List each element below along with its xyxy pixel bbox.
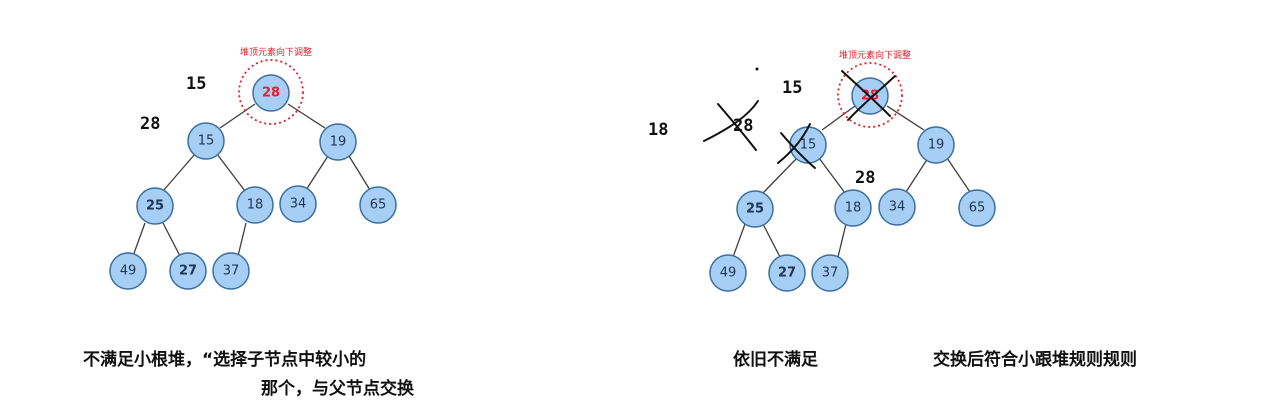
left-edge-15-18 [216, 153, 246, 192]
right-note-18: 18 [648, 120, 668, 140]
right-edge-25-49 [732, 223, 746, 258]
right-caption-status: 依旧不满足 [733, 350, 818, 370]
left-node-25: 25 [136, 187, 174, 225]
right-node-25-label: 25 [746, 202, 764, 217]
right-edge-15-18 [818, 157, 846, 194]
left-node-65-label: 65 [370, 198, 387, 213]
right-edge-15-25 [762, 157, 798, 194]
right-node-18-label: 18 [845, 201, 862, 216]
right-node-15-label: 15 [800, 138, 817, 153]
left-node-25-label: 25 [146, 199, 164, 214]
left-node-34-label: 34 [290, 197, 307, 212]
left-edge-18-37 [237, 222, 247, 257]
right-edges [732, 105, 971, 258]
right-edge-19-34 [905, 157, 929, 193]
right-node-18: 18 [834, 189, 872, 227]
left-edge-25-27 [162, 222, 181, 257]
left-node-15: 15 [187, 122, 225, 160]
left-note-28: 28 [140, 114, 160, 134]
cross-mark-on-note-28 [703, 100, 759, 151]
right-node-49: 49 [709, 254, 747, 292]
left-node-18-label: 18 [247, 198, 264, 213]
left-node-root: 28 [252, 74, 290, 112]
left-node-19: 19 [319, 123, 357, 161]
left-heap-panel: 堆顶元素向下调整 28 15 19 25 18 34 65 [109, 46, 397, 290]
right-node-37-label: 37 [822, 266, 839, 281]
left-edge-root-left [219, 103, 256, 129]
left-node-37: 37 [212, 252, 250, 290]
left-node-15-label: 15 [198, 134, 215, 149]
left-node-19-label: 19 [330, 135, 347, 150]
right-node-19: 19 [917, 126, 955, 164]
left-node-34: 34 [279, 185, 317, 223]
right-node-27-label: 27 [778, 266, 796, 281]
left-node-18: 18 [236, 186, 274, 224]
right-node-65: 65 [958, 189, 996, 227]
left-edge-15-25 [162, 153, 196, 192]
left-edge-25-49 [132, 222, 146, 257]
right-edge-root-right [886, 105, 925, 131]
right-node-49-label: 49 [720, 266, 737, 281]
cross-mark-on-root-node [841, 70, 896, 121]
left-node-37-label: 37 [223, 264, 240, 279]
left-node-49: 49 [109, 252, 147, 290]
right-caption-result: 交换后符合小跟堆规则规则 [933, 350, 1137, 370]
left-caption-line2: 那个，与父节点交换 [261, 379, 414, 399]
left-node-27: 27 [169, 252, 207, 290]
right-note-15: 15 [782, 78, 802, 98]
left-caption-line1: 不满足小根堆，“选择子节点中较小的 [83, 350, 367, 370]
left-edge-19-65 [348, 155, 371, 191]
right-node-27: 27 [768, 254, 806, 292]
right-node-37: 37 [811, 254, 849, 292]
left-root-highlight-ring [238, 59, 304, 125]
left-node-27-label: 27 [179, 264, 197, 279]
right-edge-19-65 [946, 157, 971, 193]
cross-mark-on-node-15 [777, 123, 816, 169]
right-note-28: 28 [855, 168, 875, 188]
left-node-65: 65 [359, 186, 397, 224]
stray-dot-mark [755, 67, 759, 71]
right-node-65-label: 65 [969, 201, 986, 216]
right-node-34-label: 34 [889, 200, 906, 215]
right-node-25: 25 [736, 190, 774, 228]
left-edge-root-right [287, 103, 326, 129]
right-edge-25-27 [762, 223, 781, 258]
right-hint-label: 堆顶元素向下调整 [839, 49, 911, 61]
right-heap-panel: 堆顶元素向下调整 28 15 19 25 18 34 65 [648, 49, 996, 292]
left-node-root-label: 28 [262, 86, 280, 101]
right-node-34: 34 [878, 188, 916, 226]
left-hint-label: 堆顶元素向下调整 [240, 46, 312, 58]
left-node-49-label: 49 [120, 264, 137, 279]
right-root-highlight-ring [837, 62, 903, 128]
right-edge-root-left [821, 105, 856, 131]
left-note-15: 15 [186, 74, 206, 94]
left-edge-19-34 [305, 155, 329, 191]
right-edge-18-37 [837, 223, 847, 258]
right-node-19-label: 19 [928, 138, 945, 153]
left-edges [132, 103, 371, 257]
